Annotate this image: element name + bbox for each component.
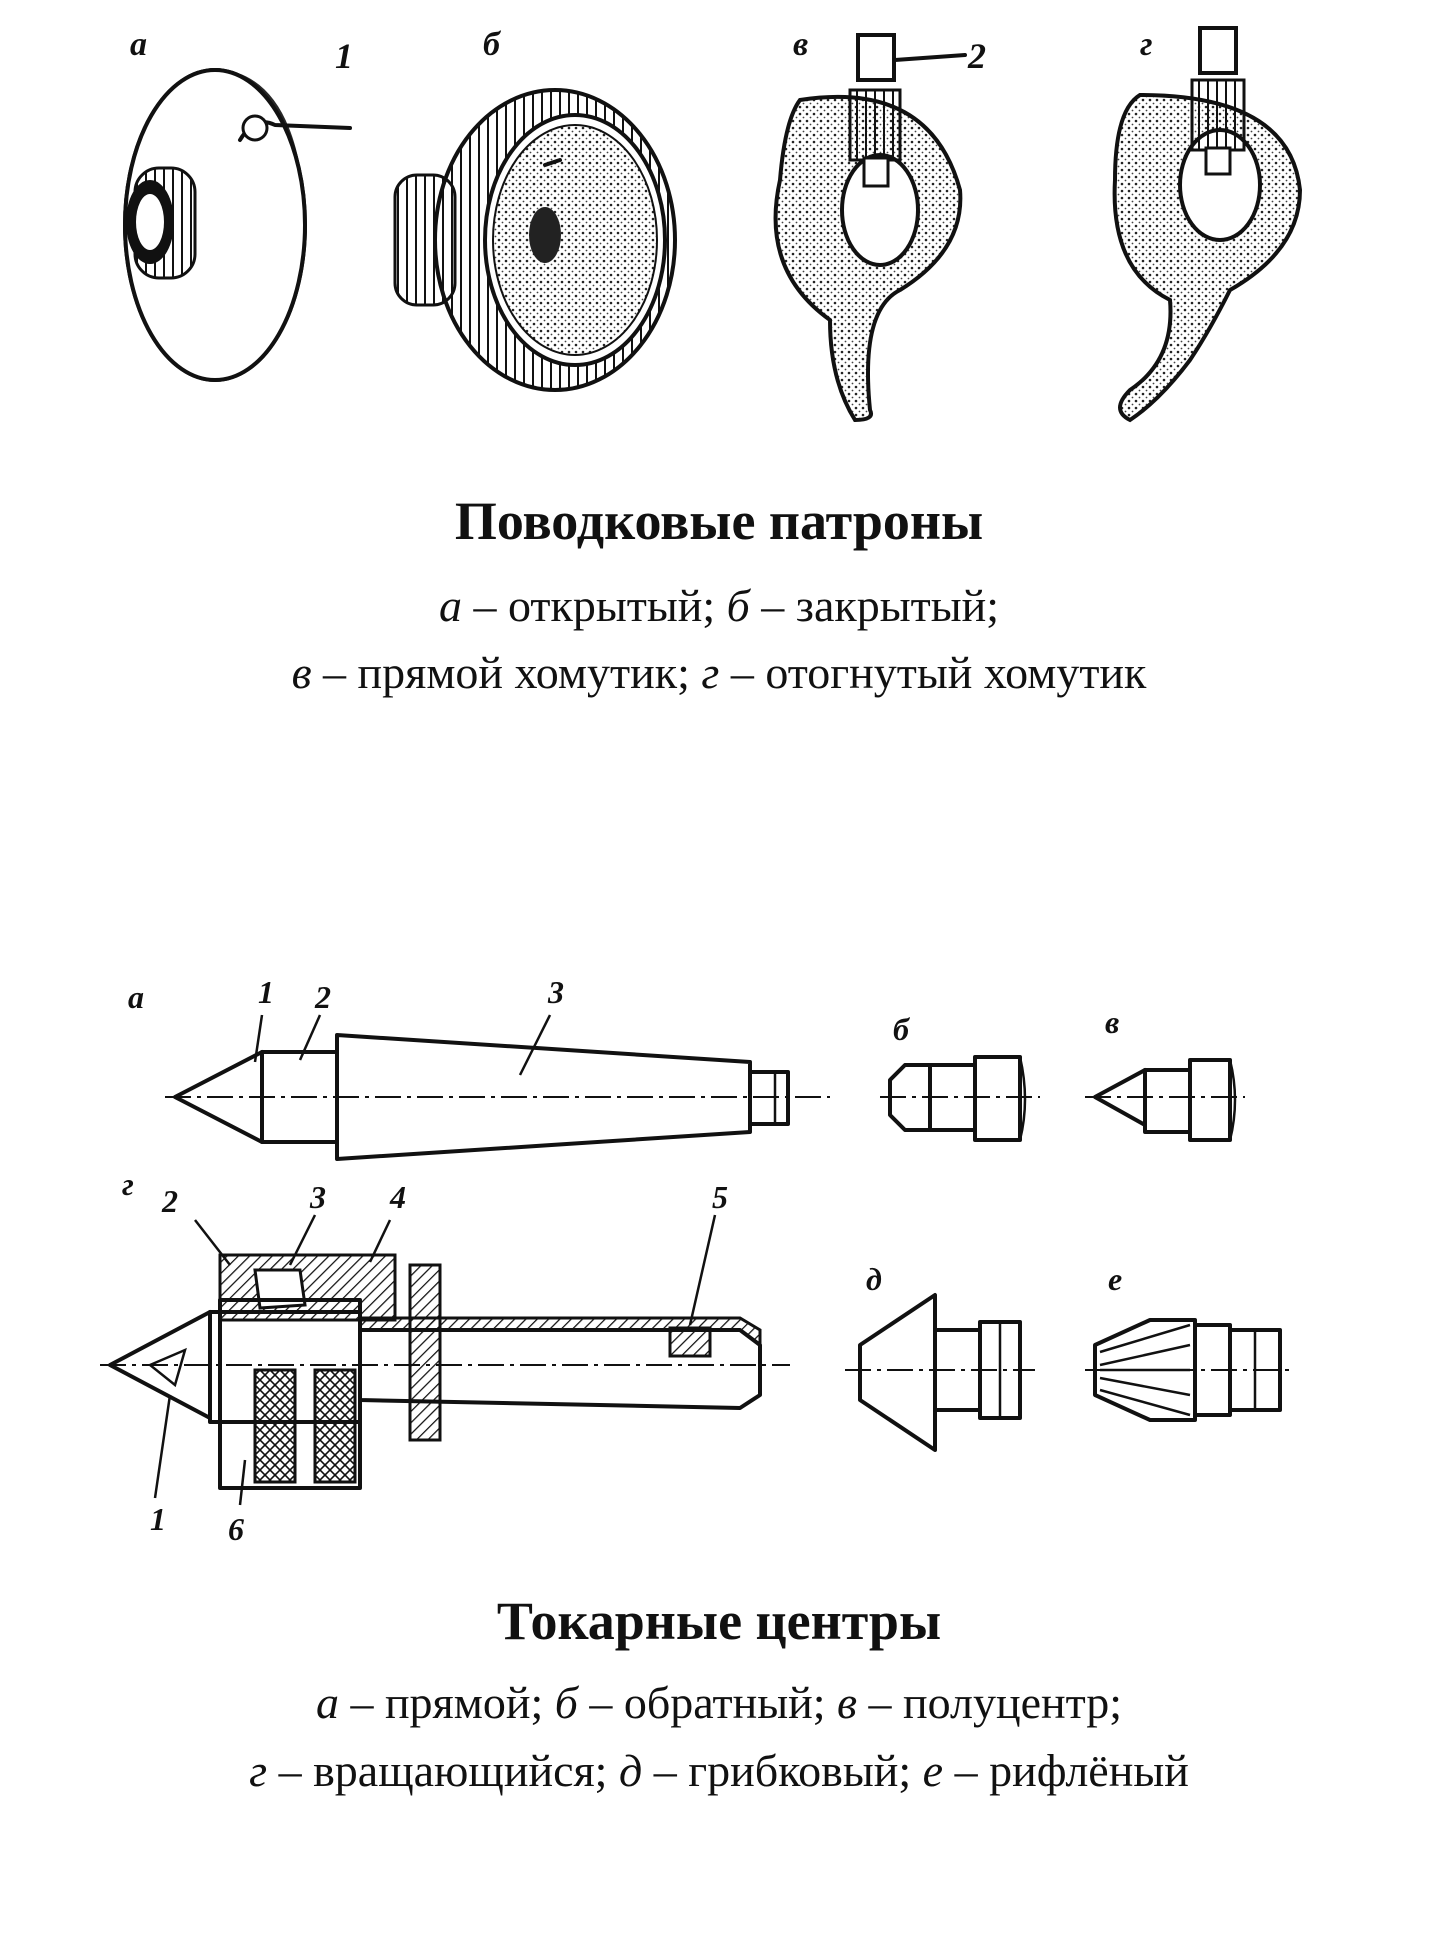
centre-g-part-3: 3 — [309, 1179, 326, 1215]
centre-label-b: б — [893, 1011, 911, 1047]
straight-centre-drawing — [165, 1014, 830, 1161]
caption-centres-line-2: г – вращающийся; д – грибковый; е – рифл… — [249, 1745, 1189, 1796]
centre-a-part-2: 2 — [314, 979, 331, 1015]
part-number-1: 1 — [335, 36, 353, 76]
centre-label-d: д — [866, 1261, 882, 1297]
label-b: б — [483, 26, 502, 63]
part-number-2: 2 — [967, 36, 986, 76]
section-title-drivers: Поводковые патроны — [454, 491, 984, 551]
centre-g-part-2: 2 — [161, 1183, 178, 1219]
caption-drivers-line-2: в – прямой хомутик; г – отогнутый хомути… — [291, 647, 1147, 698]
section-title-centres: Токарные центры — [496, 1591, 942, 1651]
centre-label-a: а — [128, 979, 144, 1015]
centre-g-part-4: 4 — [389, 1179, 406, 1215]
caption-centres-line-1: а – прямой; б – обратный; в – полуцентр; — [315, 1677, 1123, 1728]
serrated-centre-drawing — [1085, 1318, 1290, 1422]
reverse-centre-drawing — [880, 1055, 1040, 1142]
centre-a-part-3: 3 — [547, 974, 564, 1010]
label-v: в — [793, 26, 808, 63]
mushroom-centre-drawing — [845, 1293, 1035, 1452]
centre-label-v: в — [1105, 1004, 1119, 1040]
caption-drivers-line-1: а – открытый; б – закрытый; — [438, 580, 1000, 631]
centre-g-part-6: 6 — [228, 1511, 244, 1547]
centre-g-part-5: 5 — [712, 1179, 728, 1215]
centre-label-g: г — [122, 1166, 134, 1202]
label-g: г — [1140, 26, 1153, 63]
centre-label-e: е — [1108, 1261, 1122, 1297]
centre-a-part-1: 1 — [258, 974, 274, 1010]
half-centre-drawing — [1085, 1058, 1245, 1142]
straight-dog-illustration — [773, 33, 967, 423]
centre-g-part-1: 1 — [150, 1501, 166, 1537]
live-centre-drawing — [100, 1214, 790, 1506]
bent-dog-illustration — [1112, 26, 1303, 423]
open-faceplate-illustration — [123, 68, 352, 382]
label-a: а — [130, 26, 147, 63]
closed-faceplate-illustration — [393, 88, 677, 392]
